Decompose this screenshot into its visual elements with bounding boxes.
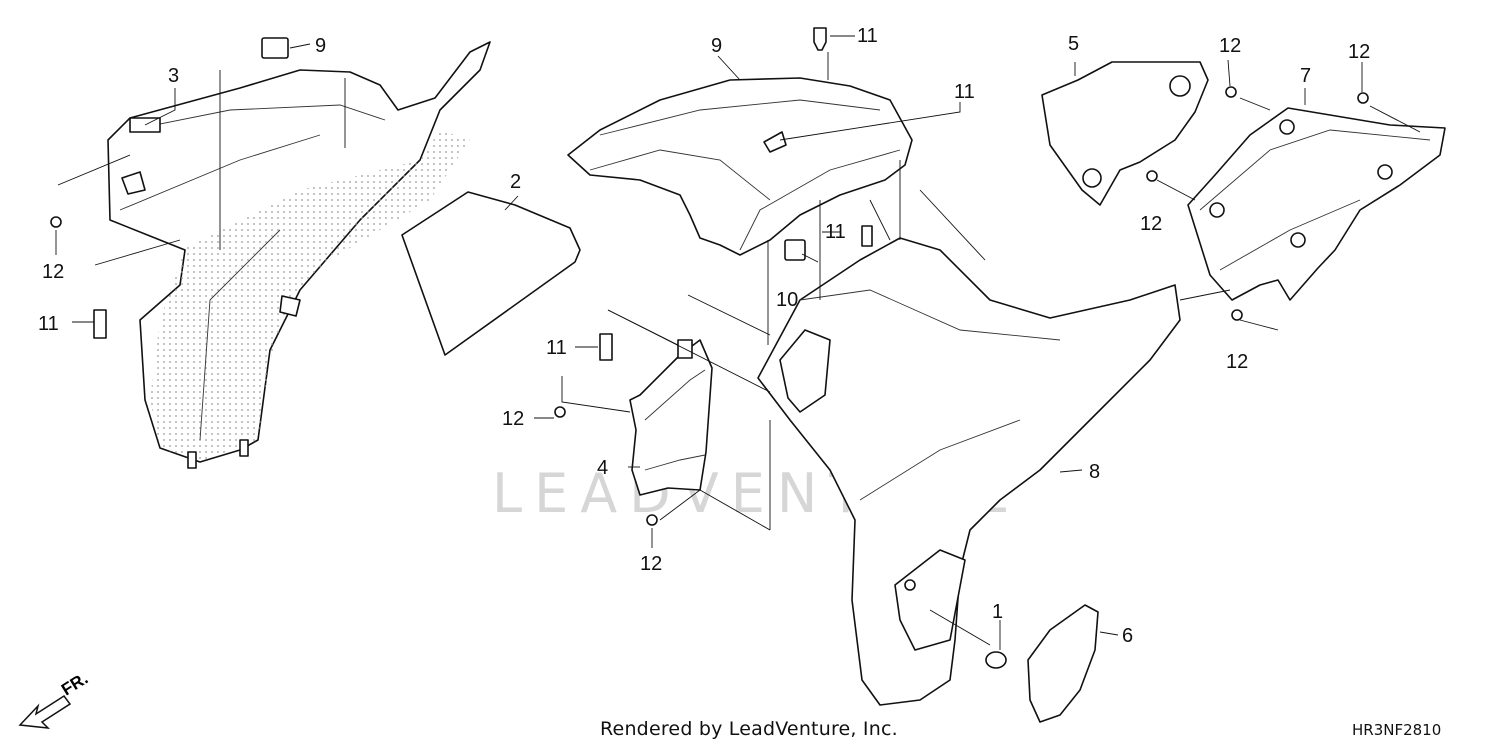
fastener-11-top[interactable] (813, 27, 827, 51)
callout-5: 5 (1068, 33, 1079, 55)
callout-12-bracket-top: 12 (502, 408, 524, 430)
screw-12-top-right[interactable] (1225, 86, 1237, 98)
diagram-code: HR3NF2810 (1352, 721, 1442, 739)
callout-12-bracket-bottom: 12 (640, 553, 662, 575)
callout-4: 4 (597, 457, 608, 479)
screw-12-left[interactable] (50, 216, 62, 228)
clip-10-lower[interactable] (784, 239, 806, 261)
callout-9: 9 (711, 35, 722, 57)
callout-12-left: 12 (42, 261, 64, 283)
part-4-bracket[interactable] (629, 339, 713, 496)
callout-7: 7 (1300, 65, 1311, 87)
screw-12-far-right[interactable] (1357, 92, 1369, 104)
leader-lines (55, 35, 1421, 650)
screw-12-bracket-bottom[interactable] (646, 514, 658, 526)
part-6-small-cover[interactable] (1027, 604, 1099, 723)
part-1-grommet[interactable] (985, 651, 1007, 669)
fastener-11-left[interactable] (93, 309, 107, 339)
callout-12-bottom-right: 12 (1226, 351, 1248, 373)
callout-10-lower: 10 (776, 289, 798, 311)
callout-11-right: 11 (954, 81, 975, 103)
callout-2: 2 (510, 171, 521, 193)
callout-10-upper: 9 (315, 35, 326, 57)
part-8-side-panel[interactable] (757, 237, 1181, 706)
direction-label: FR. (58, 669, 91, 700)
part-7-right-cover[interactable] (1187, 107, 1446, 301)
callout-1: 1 (992, 601, 1003, 623)
fastener-11-mid[interactable] (861, 225, 873, 247)
screw-12-mid-right[interactable] (1146, 170, 1158, 182)
callout-11-left: 11 (38, 313, 59, 335)
render-credit: Rendered by LeadVenture, Inc. (600, 718, 898, 740)
callout-3: 3 (168, 65, 179, 87)
callout-12-far-right: 12 (1348, 41, 1370, 63)
fastener-11-bracket[interactable] (599, 333, 613, 361)
callout-6: 6 (1122, 625, 1133, 647)
part-5-plate[interactable] (1041, 61, 1209, 206)
fastener-11-right[interactable] (763, 131, 787, 153)
callout-11-top: 11 (857, 25, 878, 47)
part-3-left-shroud[interactable] (107, 41, 491, 469)
part-2-panel[interactable] (401, 191, 581, 356)
screw-12-bracket-top[interactable] (554, 406, 566, 418)
callout-11-bracket: 11 (546, 337, 567, 359)
clip-10-upper[interactable] (261, 37, 289, 59)
front-direction-arrow: FR. (18, 669, 91, 729)
callout-8: 8 (1089, 461, 1100, 483)
part-9-top-cover[interactable] (567, 77, 913, 256)
callout-12-top-right: 12 (1219, 35, 1241, 57)
screw-12-bottom-right[interactable] (1231, 309, 1243, 321)
callout-12-mid-right: 12 (1140, 213, 1162, 235)
callout-11-mid: 11 (825, 221, 846, 243)
